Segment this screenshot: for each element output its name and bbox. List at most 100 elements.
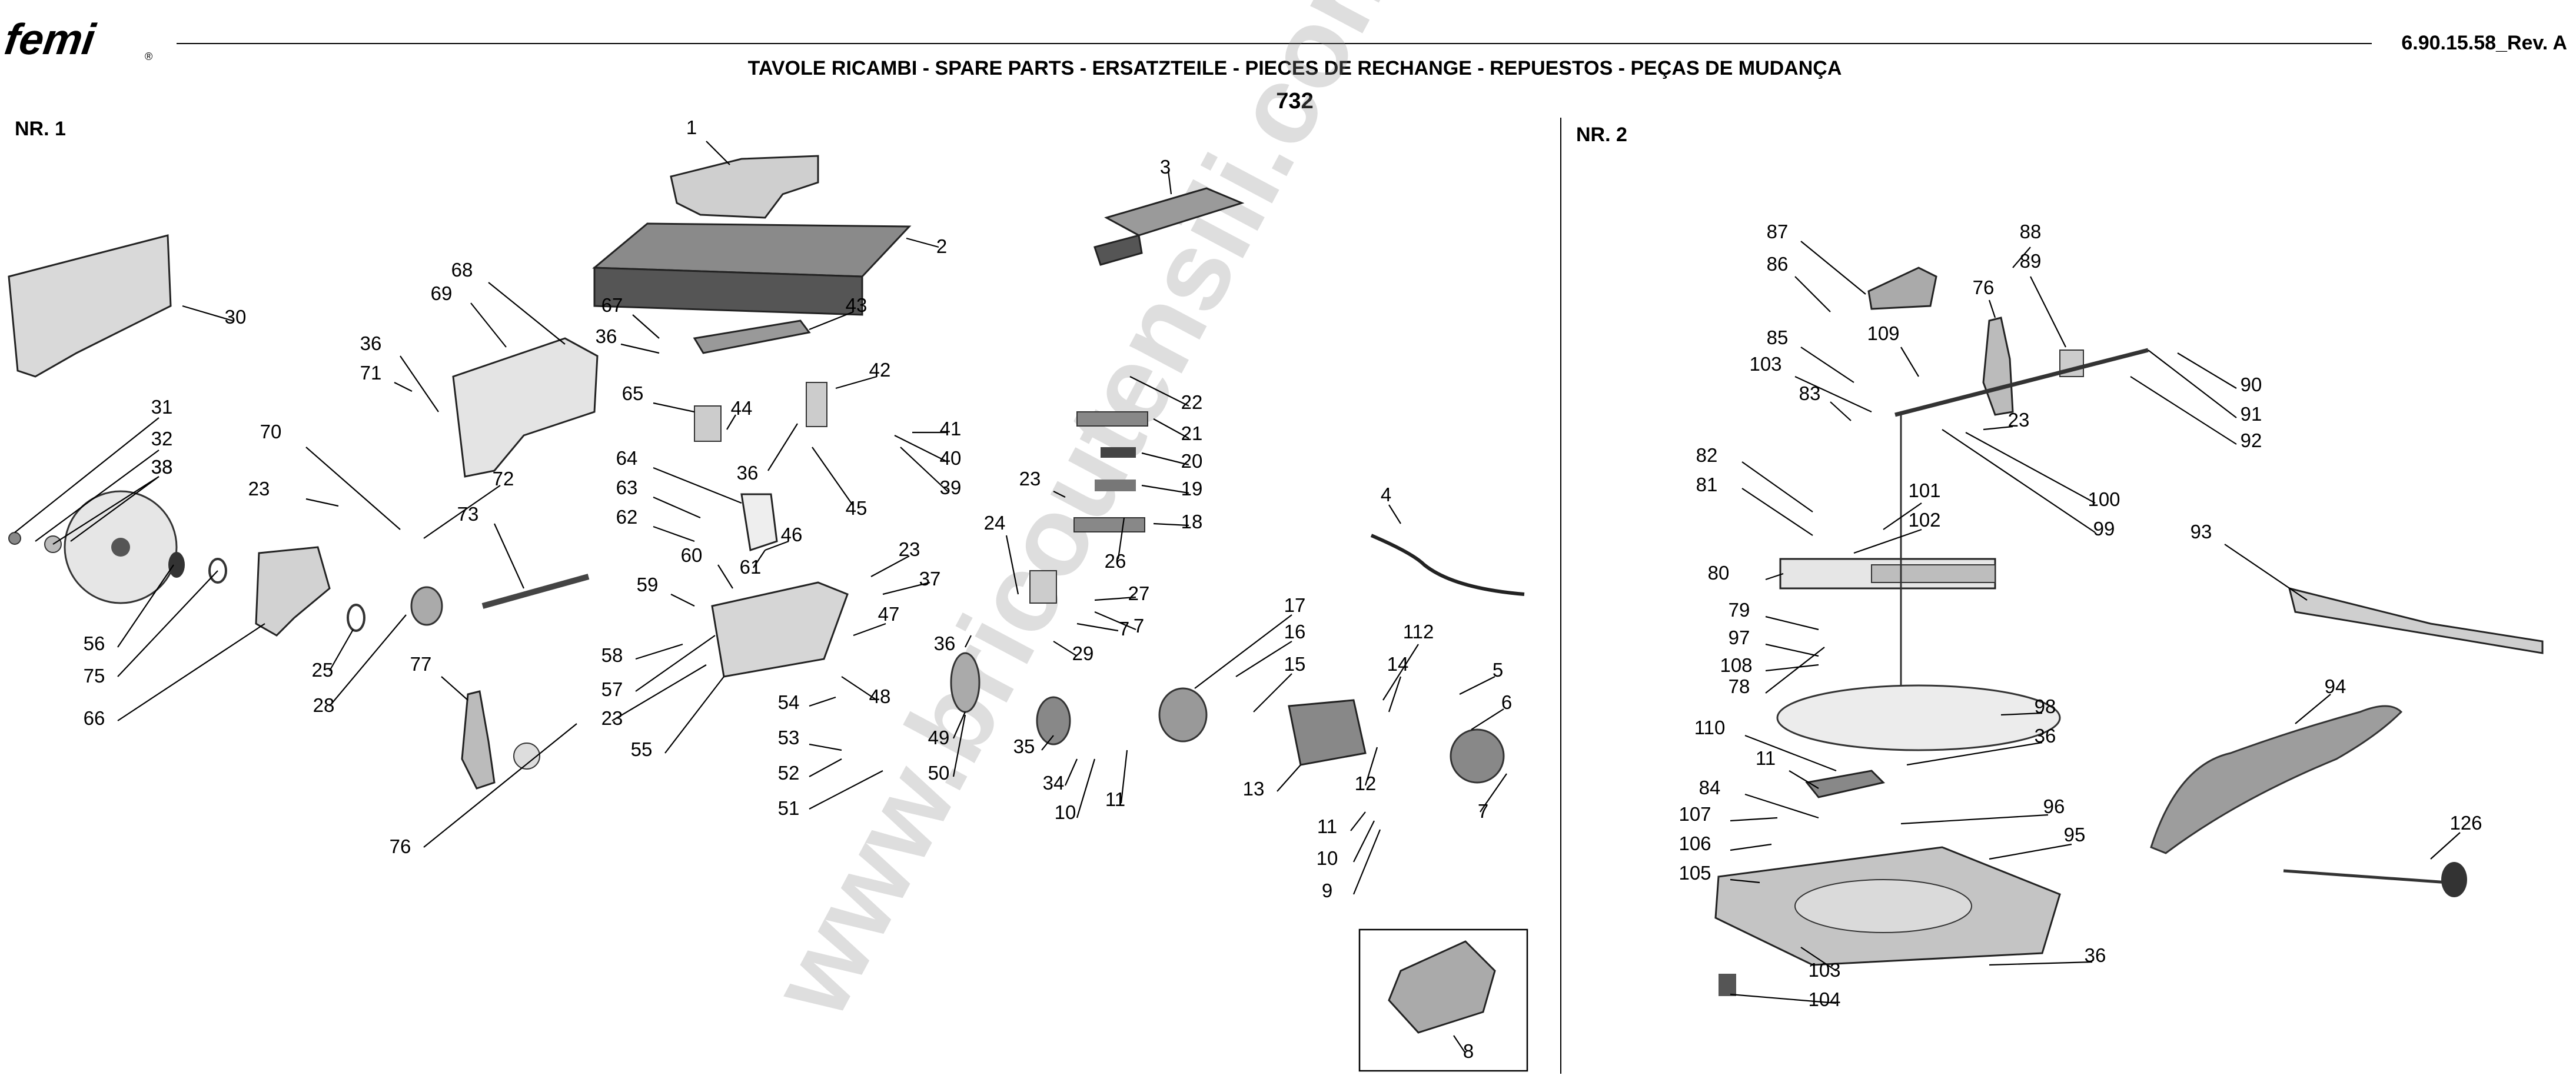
nr2-callout-label-104: 104 bbox=[1808, 988, 1840, 1010]
nr1-callout-leader-63 bbox=[653, 496, 701, 519]
nr2-callout-leader-76 bbox=[1988, 299, 1996, 318]
nr1-callout-label-58: 58 bbox=[601, 644, 623, 666]
nr1-callout-label-29: 29 bbox=[1072, 642, 1094, 664]
nr2-callout-leader-100 bbox=[1965, 432, 2096, 504]
part-42-rail bbox=[693, 319, 811, 354]
nr1-callout-label-45: 45 bbox=[846, 497, 867, 519]
nr1-callout-label-27: 27 bbox=[1128, 582, 1150, 604]
nr2-callout-label-100: 100 bbox=[2088, 488, 2120, 510]
nr2-callout-leader-95 bbox=[1989, 843, 2072, 860]
nr1-callout-label-66: 66 bbox=[84, 707, 105, 729]
part-20-slider bbox=[1101, 447, 1136, 458]
nr1-callout-leader-5 bbox=[1459, 676, 1495, 695]
nr1-callout-label-35: 35 bbox=[1013, 735, 1035, 757]
nr1-callout-label-11: 11 bbox=[1317, 815, 1337, 837]
nr2-callout-label-95: 95 bbox=[2064, 824, 2086, 845]
sheet-title: TAVOLE RICAMBI - SPARE PARTS - ERSATZTEI… bbox=[748, 57, 1842, 79]
nr2-callout-leader-92 bbox=[2130, 376, 2237, 445]
nr1-callout-leader-61 bbox=[753, 550, 766, 568]
nr1-callout-leader-53 bbox=[809, 743, 842, 751]
nr2-callout-label-88: 88 bbox=[2020, 221, 2042, 242]
part-4-power-cord bbox=[1370, 534, 1525, 596]
model-number: 732 bbox=[1276, 89, 1313, 114]
part-64-bracket bbox=[694, 405, 722, 442]
nr1-callout-label-24: 24 bbox=[984, 512, 1006, 534]
nr1-callout-leader-25 bbox=[329, 629, 354, 671]
nr2-callout-label-91: 91 bbox=[2241, 403, 2262, 425]
nr1-callout-label-32: 32 bbox=[151, 428, 173, 450]
nr1-callout-leader-12 bbox=[1364, 747, 1378, 786]
nr2-callout-label-108: 108 bbox=[1720, 654, 1752, 676]
nr1-callout-leader-33 bbox=[52, 476, 159, 545]
nr1-callout-leader-39 bbox=[900, 447, 948, 492]
nr1-callout-leader-23 bbox=[1053, 491, 1066, 498]
nr2-callout-label-76: 76 bbox=[1973, 277, 1995, 298]
part-87-handle bbox=[1867, 267, 1937, 310]
exploded-diagram-nr1 bbox=[8, 155, 1528, 1072]
nr1-callout-leader-15 bbox=[1253, 673, 1292, 713]
nr1-callout-leader-69 bbox=[470, 302, 507, 348]
nr1-callout-label-112: 112 bbox=[1403, 621, 1434, 642]
part-18-slider bbox=[1073, 517, 1145, 532]
nr1-callout-leader-59 bbox=[670, 594, 695, 607]
part-3-fence bbox=[1104, 187, 1245, 237]
nr1-callout-leader-22 bbox=[1129, 376, 1189, 407]
nr1-callout-leader-6 bbox=[1471, 708, 1504, 730]
nr1-callout-label-63: 63 bbox=[616, 477, 638, 498]
nr2-callout-label-110: 110 bbox=[1694, 717, 1726, 738]
nr2-callout-leader-11 bbox=[1789, 770, 1819, 789]
nr1-callout-label-26: 26 bbox=[1105, 550, 1126, 572]
nr1-callout-label-9: 9 bbox=[1322, 880, 1332, 901]
part-17-motor-cap bbox=[1158, 687, 1208, 743]
nr2-callout-leader-108 bbox=[1765, 664, 1819, 672]
nr1-callout-leader-36 bbox=[620, 343, 660, 354]
nr2-callout-label-78: 78 bbox=[1729, 675, 1750, 697]
nr1-callout-leader-112 bbox=[1382, 644, 1419, 701]
nr1-callout-label-12: 12 bbox=[1355, 773, 1377, 794]
nr1-callout-leader-28 bbox=[329, 614, 407, 707]
part-21-slider bbox=[1076, 411, 1148, 427]
nr1-callout-leader-27 bbox=[1094, 596, 1136, 601]
nr2-callout-leader-104 bbox=[1730, 993, 1837, 1004]
nr2-callout-leader-85 bbox=[1800, 347, 1854, 383]
nr1-callout-label-30: 30 bbox=[225, 306, 247, 328]
part-76-tilt-handle bbox=[461, 690, 496, 790]
nr1-callout-leader-67 bbox=[632, 314, 660, 339]
nr1-callout-label-22: 22 bbox=[1181, 391, 1203, 413]
nr1-callout-label-21: 21 bbox=[1181, 422, 1203, 444]
nr1-callout-leader-3 bbox=[1167, 170, 1172, 195]
nr2-callout-leader-83 bbox=[1830, 401, 1852, 421]
nr2-callout-leader-88 bbox=[2012, 247, 2031, 268]
nr1-callout-label-36: 36 bbox=[934, 632, 956, 654]
nr2-callout-leader-89 bbox=[2030, 276, 2066, 348]
nr1-callout-leader-8 bbox=[1453, 1035, 1466, 1054]
nr1-callout-label-54: 54 bbox=[778, 691, 800, 713]
nr1-callout-label-77: 77 bbox=[410, 653, 432, 675]
nr1-callout-leader-10 bbox=[1353, 820, 1375, 863]
inset-box-8 bbox=[1358, 928, 1528, 1072]
nr1-callout-leader-1 bbox=[706, 141, 730, 165]
nr2-callout-leader-87 bbox=[1800, 241, 1866, 295]
nr1-callout-label-23: 23 bbox=[601, 707, 623, 729]
nr1-callout-leader-24 bbox=[1005, 535, 1019, 595]
part-55-flange bbox=[168, 552, 185, 578]
nr2-callout-label-102: 102 bbox=[1908, 509, 1940, 531]
nr1-callout-leader-36 bbox=[767, 423, 798, 471]
part-93-rail bbox=[2288, 587, 2544, 654]
nr1-callout-label-20: 20 bbox=[1181, 450, 1203, 472]
nr1-callout-label-57: 57 bbox=[601, 678, 623, 700]
nr1-callout-label-19: 19 bbox=[1181, 478, 1203, 500]
nr1-callout-leader-18 bbox=[1153, 522, 1189, 527]
nr1-callout-leader-23 bbox=[611, 664, 707, 721]
nr1-callout-leader-29 bbox=[1053, 641, 1078, 657]
part-72-rod bbox=[481, 574, 590, 609]
nr1-callout-label-72: 72 bbox=[493, 468, 514, 490]
nr1-callout-label-17: 17 bbox=[1284, 594, 1306, 616]
part-34-armature bbox=[1036, 696, 1071, 745]
nr1-callout-label-23: 23 bbox=[899, 538, 920, 560]
nr2-callout-label-107: 107 bbox=[1678, 803, 1711, 825]
nr2-callout-leader-99 bbox=[1942, 429, 2096, 533]
nr1-callout-label-46: 46 bbox=[781, 524, 803, 545]
nr2-callout-leader-81 bbox=[1741, 488, 1813, 536]
nr1-callout-label-53: 53 bbox=[778, 727, 800, 748]
